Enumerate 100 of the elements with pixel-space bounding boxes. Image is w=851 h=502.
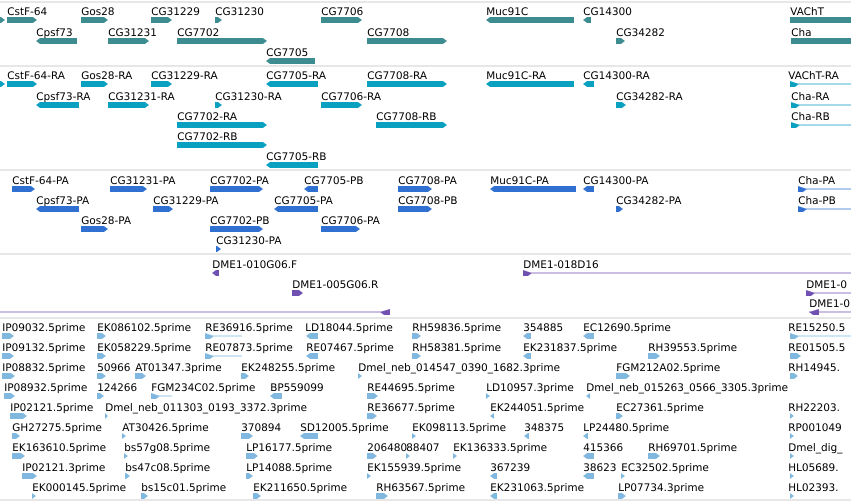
feature-label: CG7706-PA bbox=[322, 216, 380, 224]
feature-label: IP02121.3prime bbox=[23, 463, 105, 474]
feature-label: CG31231-RA bbox=[108, 92, 175, 100]
feature-label: RH22203. bbox=[789, 403, 839, 412]
feature-label: 348375 bbox=[525, 423, 564, 432]
feature-label: Gos28 bbox=[82, 7, 114, 16]
feature-label: GH27275.5prime bbox=[12, 423, 102, 434]
feature-label: EK231063.5prime bbox=[491, 483, 584, 494]
feature-label: CG31231-PA bbox=[110, 176, 176, 184]
feature-label: LP14088.5prime bbox=[247, 463, 332, 474]
feature-label: Dmel_neb_015263_0566_3305.3prime bbox=[587, 383, 788, 394]
feature-label: Cha-PB bbox=[798, 196, 836, 204]
feature-label: CG31229-RA bbox=[152, 71, 218, 80]
feature-label: 354885 bbox=[524, 323, 562, 332]
feature-label: Cha-RB bbox=[792, 112, 830, 120]
feature-label: RH58381.5prime bbox=[413, 343, 500, 354]
feature-label: CG7705 bbox=[266, 48, 308, 56]
feature-label: CG7705-RA bbox=[266, 71, 326, 80]
feature-label: RE07873.5prime bbox=[206, 343, 292, 354]
feature-label: Cpsf73-RA bbox=[36, 92, 90, 102]
feature-label: IP02121.5prime bbox=[11, 403, 93, 414]
feature-label: CG7705-PA bbox=[274, 196, 333, 204]
feature-label: HL05689. bbox=[789, 463, 838, 472]
feature-label: RH69701.5prime bbox=[649, 443, 736, 454]
feature-label: EK000145.5prime bbox=[33, 483, 126, 494]
feature-label: CG31230-PA bbox=[216, 236, 282, 244]
feature-label: Cha-RA bbox=[792, 92, 830, 100]
feature-label: RE15250.5 bbox=[789, 323, 844, 332]
feature-label: CG31230-RA bbox=[216, 92, 282, 100]
feature-label: CG7705-RB bbox=[266, 152, 326, 160]
feature-label: FGM234C02.5prime bbox=[152, 383, 255, 394]
feature-label: CG31229 bbox=[152, 7, 200, 16]
feature-label: CG14300-RA bbox=[584, 71, 650, 80]
feature-label: Dmel_neb_011303_0193_3372.3prime bbox=[106, 403, 306, 414]
feature-label: Muc91C bbox=[487, 7, 528, 16]
feature-label: 206480 bbox=[368, 443, 406, 452]
feature-label: IP08932.5prime bbox=[5, 383, 87, 394]
feature-label: EC32502.5prime bbox=[622, 463, 708, 474]
feature-label: RE44695.5prime bbox=[368, 383, 454, 394]
feature-label: EK163610.5prime bbox=[13, 443, 106, 454]
feature-label: CG7702 bbox=[178, 28, 218, 36]
feature-label: EK244051.5prime bbox=[491, 403, 584, 414]
feature-label: 38623 bbox=[584, 463, 616, 472]
feature-label: Cpsf73-PA bbox=[36, 196, 90, 206]
feature-label: IP09032.5prime bbox=[3, 323, 85, 334]
feature-label: CG31229-PA bbox=[154, 196, 218, 204]
feature-label: CG31231 bbox=[108, 28, 156, 36]
feature-label: EC12690.5prime bbox=[584, 323, 670, 334]
feature-label: EK211650.5prime bbox=[254, 483, 346, 494]
feature-label: CG7708-RB bbox=[376, 112, 436, 120]
feature-label: 88407 bbox=[406, 443, 439, 452]
feature-label: IP08832.5prime bbox=[3, 363, 85, 374]
feature-label: VAChT bbox=[790, 7, 824, 16]
feature-label: RP001049 bbox=[789, 423, 841, 432]
feature-label: Muc91C-RA bbox=[487, 71, 546, 80]
feature-label: CG7702-PB bbox=[210, 216, 269, 224]
feature-label: CG7708 bbox=[368, 28, 408, 36]
feature-label: DME1-005G06.R bbox=[293, 280, 378, 288]
feature-label: EK248255.5prime bbox=[242, 363, 334, 374]
feature-label: Dmel_neb_014547_0390_1682.3prime bbox=[359, 363, 560, 374]
feature-label: CstF-64-PA bbox=[12, 176, 69, 184]
feature-label: RE01505.5 bbox=[789, 343, 844, 352]
feature-label: RH39553.5prime bbox=[649, 343, 736, 354]
feature-label: CG14300-PA bbox=[584, 176, 648, 184]
feature-label: IP09132.5prime bbox=[3, 343, 85, 354]
feature-label: AT01347.3prime bbox=[135, 363, 222, 374]
feature-label: CG7708-RA bbox=[368, 71, 427, 80]
feature-label: LP24480.5prime bbox=[584, 423, 668, 434]
feature-label: RH59836.5prime bbox=[413, 323, 500, 334]
feature-label: LD10957.3prime bbox=[487, 383, 574, 394]
feature-label: CG34282-RA bbox=[616, 92, 683, 100]
feature-label: DME1-018D16 bbox=[524, 260, 598, 268]
feature-label: bs47c08.5prime bbox=[126, 463, 210, 474]
feature-label: CG7706 bbox=[322, 7, 363, 16]
feature-label: EK058229.5prime bbox=[98, 343, 190, 354]
feature-label: Muc91C-PA bbox=[491, 176, 549, 184]
feature-label: BP559099 bbox=[271, 383, 323, 392]
feature-label: bs15c01.5prime bbox=[142, 483, 226, 494]
feature-label: CG7702-PA bbox=[210, 176, 269, 184]
feature-label: EK086102.5prime bbox=[98, 323, 190, 334]
feature-label: Dmel_dig_ bbox=[789, 443, 843, 454]
feature-label: 367239 bbox=[491, 463, 530, 472]
feature-label: Cha bbox=[792, 28, 811, 36]
feature-label: HL02393. bbox=[789, 483, 838, 492]
feature-label: RE07467.5prime bbox=[307, 343, 394, 354]
feature-label: CG34282 bbox=[616, 28, 664, 36]
feature-label: DME1-0 bbox=[807, 280, 846, 288]
feature-label: CG7706-RA bbox=[322, 92, 381, 100]
feature-label: CG7702-RB bbox=[178, 132, 237, 140]
feature-label: EC27361.5prime bbox=[617, 403, 704, 414]
feature-label: CG7705-PB bbox=[304, 176, 363, 184]
feature-label: CG14300 bbox=[584, 7, 632, 16]
feature-label: Cha-PA bbox=[798, 176, 836, 184]
feature-label: EK155939.5prime bbox=[368, 463, 460, 474]
feature-label: CG34282-PA bbox=[616, 196, 682, 204]
feature-label: CstF-64 bbox=[8, 7, 47, 16]
feature-label: EK231837.5prime bbox=[524, 343, 616, 354]
feature-label: EK136333.5prime bbox=[454, 443, 546, 454]
feature-label: RE36916.5prime bbox=[206, 323, 292, 334]
feature-label: RH63567.5prime bbox=[377, 483, 464, 494]
